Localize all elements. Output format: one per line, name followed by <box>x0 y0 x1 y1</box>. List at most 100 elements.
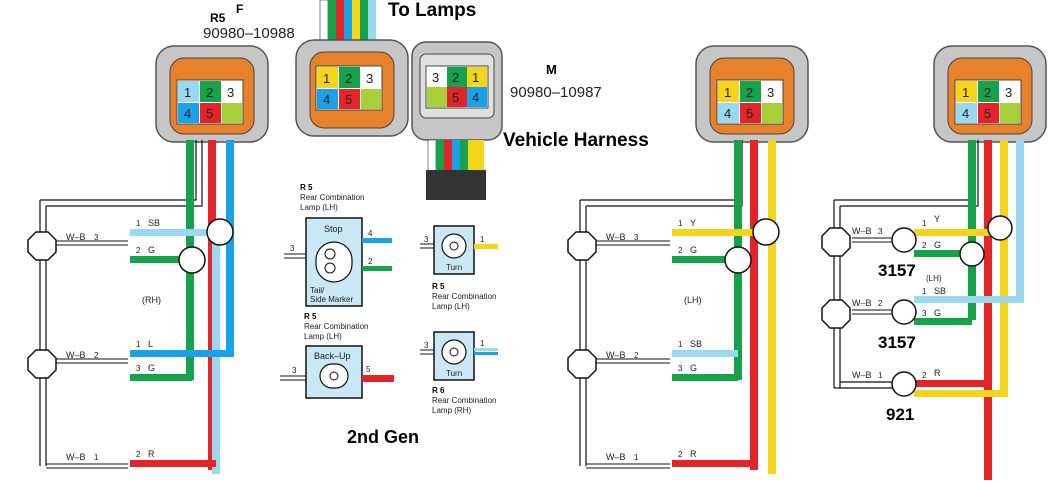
lh-pin-1: 1 <box>724 85 731 100</box>
lh-pin-out-4: 3 <box>678 364 683 373</box>
center-pin-3: 3 <box>366 71 373 86</box>
to-lamps-label: To Lamps <box>388 0 476 21</box>
stop-pin-left: 3 <box>290 244 295 253</box>
lh-wire-1: Y <box>690 218 696 228</box>
turn-rh-pin-right: 1 <box>480 339 485 348</box>
rh-pin-in-1: 3 <box>94 233 99 242</box>
lh-wb-3: W–B <box>606 452 626 462</box>
rh-wire-3: L <box>148 339 153 349</box>
backup-pin-right: 5 <box>366 365 371 374</box>
side-marker-label: Side Marker <box>310 295 353 304</box>
bulb-pin-5: 5 <box>984 106 991 121</box>
rh-wire-2: G <box>148 245 155 255</box>
center-pin-1: 1 <box>323 71 330 86</box>
bulb-pin-2: 2 <box>984 85 991 100</box>
rh-wb-2: W–B <box>66 350 86 360</box>
turn-lh-pin-left: 3 <box>424 235 429 244</box>
lh-pin-out-3: 1 <box>678 340 683 349</box>
bulb-pin-out-3: 1 <box>922 287 927 296</box>
lh-pin-in-3: 1 <box>634 453 639 462</box>
lh-wire-2: G <box>690 245 697 255</box>
bulb-pin-1: 1 <box>962 85 969 100</box>
backup-label: Back–Up <box>314 351 351 361</box>
lh-wire-3: SB <box>690 339 702 349</box>
rh-wiring <box>27 140 234 474</box>
bulb-3157-a: 3157 <box>878 261 916 280</box>
part-number-f: 90980–10988 <box>203 25 295 42</box>
bulb-pin-4: 4 <box>962 106 969 121</box>
to-lamps-wire-bundle <box>319 0 376 41</box>
lh-wiring <box>567 140 780 474</box>
lh-pin-4: 4 <box>724 106 731 121</box>
bulb-pin-out-2: 2 <box>922 241 927 250</box>
rh-pin-out-1: 1 <box>136 219 141 228</box>
lh-pin-out-2: 2 <box>678 246 683 255</box>
tail-label: Tail/ <box>310 286 325 295</box>
center-pin-2: 2 <box>345 71 352 86</box>
rh-wb-3: W–B <box>66 452 86 462</box>
bulb-wire-4: G <box>934 308 941 318</box>
m-pin-5: 5 <box>452 90 459 105</box>
center-pin-4: 4 <box>323 92 330 107</box>
lh-wire-4: G <box>690 363 697 373</box>
connector-lamp-side: 1 2 3 4 5 <box>295 39 409 137</box>
part-number-m: 90980–10987 <box>510 84 602 101</box>
turn-rh-label: Turn <box>446 369 462 378</box>
stop-label: Stop <box>324 224 343 234</box>
lh-side-label: (LH) <box>684 295 702 305</box>
stop-pin-right-bottom: 2 <box>368 257 373 266</box>
f-pin-3: 3 <box>227 85 234 100</box>
bulb-wb-2: W–B <box>852 298 872 308</box>
center-pin-5: 5 <box>345 92 352 107</box>
backup-lamp-desc-1: Rear Combination <box>304 322 368 331</box>
connector-lh: 1 2 3 4 5 <box>695 45 809 143</box>
lh-pin-in-1: 3 <box>634 233 639 242</box>
lh-wire-5: R <box>690 449 697 459</box>
bulb-3157-b: 3157 <box>878 333 916 352</box>
stop-lamp-ref: R 5 <box>300 183 313 192</box>
backup-lamp-ref: R 5 <box>304 312 317 321</box>
stop-pin-right-top: 4 <box>368 229 373 238</box>
bulb-921: 921 <box>886 405 914 424</box>
f-pin-1: 1 <box>184 85 191 100</box>
lh-pin-2: 2 <box>746 85 753 100</box>
turn-lamp-rh <box>420 331 498 381</box>
backup-lamp-desc-2: Lamp (LH) <box>304 332 342 341</box>
bulb-pin-in-3: 1 <box>878 371 883 380</box>
stop-lamp-desc-2: Lamp (LH) <box>300 203 338 212</box>
vehicle-harness-wire-bundle <box>426 139 486 200</box>
bulb-pin-out-5: 2 <box>922 371 927 380</box>
bulb-pin-out-1: 1 <box>922 219 927 228</box>
rh-pin-in-3: 1 <box>94 453 99 462</box>
lh-pin-out-1: 1 <box>678 219 683 228</box>
stop-lamp-desc-1: Rear Combination <box>300 193 364 202</box>
lh-wb-2: W–B <box>606 350 626 360</box>
connector-lh-bulb: 1 2 3 4 5 <box>933 45 1047 143</box>
connector-m: 3 2 1 5 4 <box>411 41 503 141</box>
bulb-wire-3: SB <box>934 286 946 296</box>
m-connector-label: M <box>546 62 557 77</box>
bulb-pin-in-1: 3 <box>878 227 883 236</box>
rh-wire-5: R <box>148 449 155 459</box>
turn-lh-desc-2: Lamp (LH) <box>432 302 470 311</box>
bulb-wb-3: W–B <box>852 370 872 380</box>
second-gen-label: 2nd Gen <box>347 427 419 447</box>
lh-pin-in-2: 2 <box>634 351 639 360</box>
turn-lh-pin-right: 1 <box>480 235 485 244</box>
backup-lamp <box>280 345 394 399</box>
bulb-pin-in-2: 2 <box>878 299 883 308</box>
turn-lh-ref: R 5 <box>432 282 445 291</box>
bulb-side-label: (LH) <box>926 274 942 283</box>
f-connector-label: F <box>236 2 243 16</box>
rh-pin-out-5: 2 <box>136 450 141 459</box>
stop-tail-lamp <box>284 217 392 307</box>
f-pin-2: 2 <box>206 85 213 100</box>
bulb-wire-5: R <box>934 368 941 378</box>
rh-pin-out-3: 1 <box>136 340 141 349</box>
turn-rh-desc-1: Rear Combination <box>432 396 496 405</box>
backup-pin-left: 3 <box>292 366 297 375</box>
turn-rh-pin-left: 3 <box>424 341 429 350</box>
rh-pin-out-2: 2 <box>136 246 141 255</box>
rh-wb-1: W–B <box>66 232 86 242</box>
